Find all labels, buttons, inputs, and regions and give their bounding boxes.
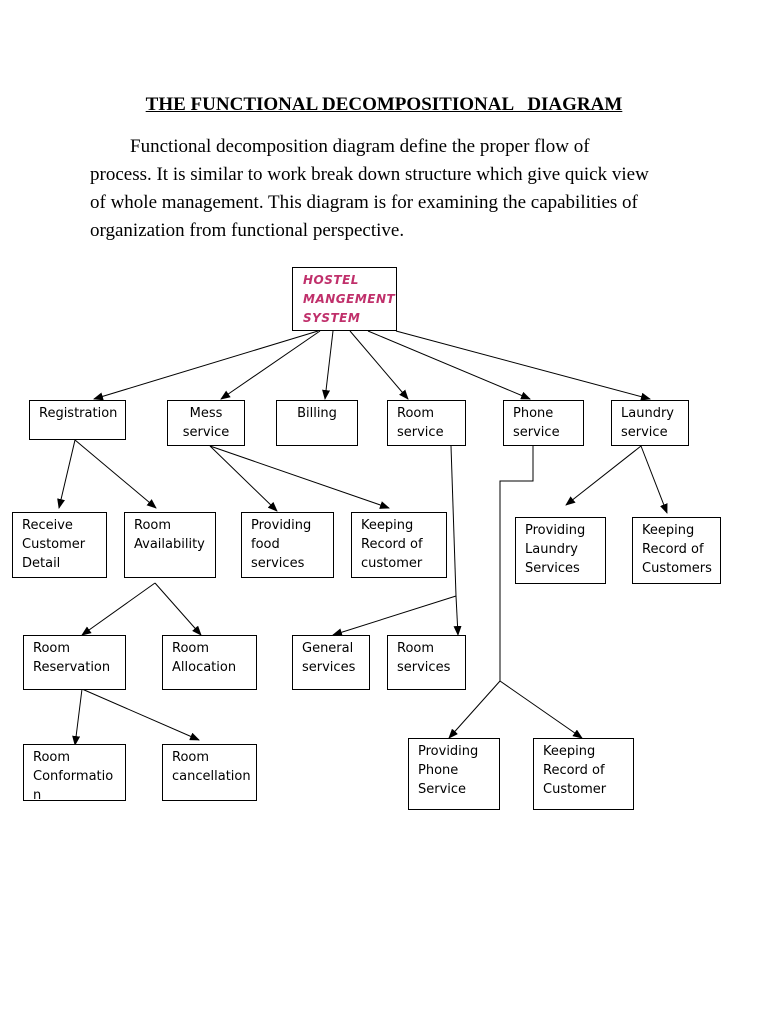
node-room-allocation: Room Allocation bbox=[162, 635, 257, 690]
node-billing: Billing bbox=[276, 400, 358, 446]
edge-roomservice-rooms bbox=[453, 595, 462, 636]
edge-availability-allocation bbox=[154, 582, 202, 636]
edge-root-registration bbox=[93, 330, 319, 401]
node-registration: Registration bbox=[29, 400, 126, 440]
edge-phone-record bbox=[499, 680, 583, 739]
node-room-confirmation: Room Conformatio n bbox=[23, 744, 126, 801]
edge-reservation-confirm bbox=[72, 688, 83, 746]
edge-mess-record bbox=[209, 445, 390, 509]
edge-root-phone bbox=[367, 330, 531, 400]
node-keeping-record-of-customer-phone: Keeping Record of Customer bbox=[533, 738, 634, 810]
node-general-services: General services bbox=[292, 635, 370, 690]
edge-reservation-cancel bbox=[81, 688, 200, 741]
edge-mess-food bbox=[209, 445, 278, 512]
node-room-cancellation: Room cancellation bbox=[162, 744, 257, 801]
edge-roomservice-trunk bbox=[450, 445, 457, 597]
node-room-availability: Room Availability bbox=[124, 512, 216, 578]
edge-phone-trunk bbox=[499, 446, 534, 681]
node-laundry-service: Laundry service bbox=[611, 400, 689, 446]
edge-laundry-record bbox=[640, 445, 668, 514]
intro-paragraph: Functional decomposition diagram define … bbox=[90, 136, 649, 241]
node-phone-service: Phone service bbox=[503, 400, 584, 446]
node-mess-service: Mess service bbox=[167, 400, 245, 446]
node-providing-food-services: Providing food services bbox=[241, 512, 334, 578]
edge-root-laundry bbox=[395, 330, 651, 401]
node-receive-customer-detail: Receive Customer Detail bbox=[12, 512, 107, 578]
node-keeping-record-of-customers-laundry: Keeping Record of Customers bbox=[632, 517, 721, 584]
edge-root-billing bbox=[322, 330, 334, 400]
edge-roomservice-general bbox=[332, 595, 457, 637]
node-room-service: Room service bbox=[387, 400, 466, 446]
page-title: THE FUNCTIONAL DECOMPOSITIONAL DIAGRAM bbox=[145, 94, 623, 115]
edge-registration-availability bbox=[74, 439, 157, 509]
node-providing-laundry-services: Providing Laundry Services bbox=[515, 517, 606, 584]
edge-root-mess bbox=[220, 330, 321, 400]
node-providing-phone-service: Providing Phone Service bbox=[408, 738, 500, 810]
edge-root-room-service bbox=[349, 330, 409, 400]
node-room-services: Room services bbox=[387, 635, 466, 690]
edge-phone-providing bbox=[448, 680, 501, 739]
node-hostel-management-system: HOSTEL MANGEMENT SYSTEM bbox=[292, 267, 397, 331]
node-room-reservation: Room Reservation bbox=[23, 635, 126, 690]
edge-availability-reservation bbox=[81, 582, 156, 636]
node-keeping-record-of-customer-mess: Keeping Record of customer bbox=[351, 512, 447, 578]
edge-registration-receive bbox=[57, 439, 76, 509]
edge-laundry-providing bbox=[565, 445, 642, 506]
